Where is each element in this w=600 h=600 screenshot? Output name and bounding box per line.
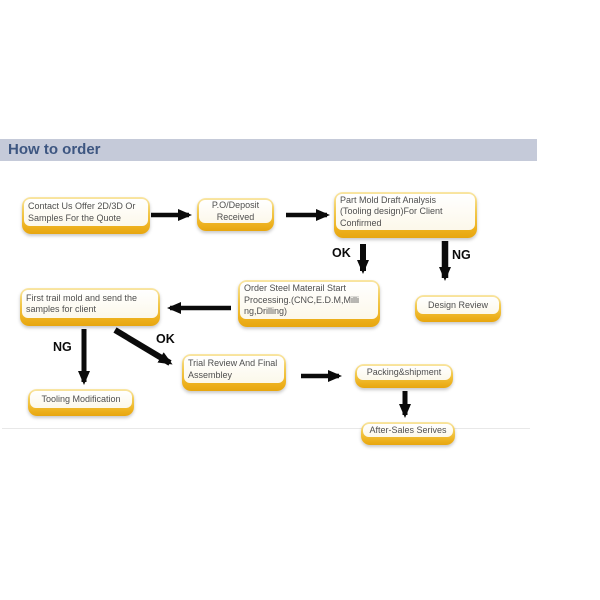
- node-first-trial: First trail mold and send the samples fo…: [20, 288, 160, 326]
- node-packing-face: Packing&shipment: [357, 366, 451, 380]
- horizontal-divider: [2, 428, 530, 429]
- edge-label-ng-left: NG: [53, 340, 72, 354]
- section-title: How to order: [8, 141, 101, 158]
- node-po-deposit-label: P.O/Deposit Received: [211, 200, 260, 222]
- node-trial-review-face: Trial Review And Final Assembley: [184, 356, 284, 383]
- node-part-mold-draft-face: Part Mold Draft Analysis (Tooling design…: [336, 194, 475, 230]
- node-packing-label: Packing&shipment: [366, 367, 442, 378]
- node-trial-review: Trial Review And Final Assembley: [182, 354, 286, 391]
- node-contact-quote: Contact Us Offer 2D/3D Or Samples For th…: [22, 197, 150, 234]
- node-after-sales-face: After-Sales Serives: [363, 424, 453, 437]
- node-contact-quote-face: Contact Us Offer 2D/3D Or Samples For th…: [24, 199, 148, 226]
- edge-label-ok-diagonal: OK: [156, 332, 175, 346]
- node-trial-review-label: Trial Review And Final Assembley: [188, 358, 278, 380]
- edge-label-ng-top: NG: [452, 248, 471, 262]
- node-tooling-mod-face: Tooling Modification: [30, 391, 132, 408]
- node-design-review-face: Design Review: [417, 297, 499, 314]
- section-header: How to order: [0, 139, 537, 161]
- node-first-trial-label: First trail mold and send the samples fo…: [26, 292, 138, 315]
- node-part-mold-draft: Part Mold Draft Analysis (Tooling design…: [334, 192, 477, 238]
- node-design-review: Design Review: [415, 295, 501, 322]
- node-after-sales-label: After-Sales Serives: [369, 424, 447, 435]
- node-tooling-mod: Tooling Modification: [28, 389, 134, 416]
- node-order-steel-label: Order Steel Materail Start Processing.(C…: [244, 283, 360, 317]
- node-first-trial-face: First trail mold and send the samples fo…: [22, 290, 158, 318]
- node-after-sales: After-Sales Serives: [361, 422, 455, 445]
- node-part-mold-draft-label: Part Mold Draft Analysis (Tooling design…: [340, 194, 443, 228]
- node-contact-quote-label: Contact Us Offer 2D/3D Or Samples For th…: [28, 201, 136, 223]
- node-packing: Packing&shipment: [355, 364, 453, 388]
- node-order-steel-face: Order Steel Materail Start Processing.(C…: [240, 282, 378, 319]
- node-order-steel: Order Steel Materail Start Processing.(C…: [238, 280, 380, 327]
- edge-label-ok-top: OK: [332, 246, 351, 260]
- node-tooling-mod-label: Tooling Modification: [41, 393, 121, 404]
- node-po-deposit-face: P.O/Deposit Received: [199, 200, 272, 223]
- node-design-review-label: Design Review: [427, 299, 489, 310]
- node-po-deposit: P.O/Deposit Received: [197, 198, 274, 231]
